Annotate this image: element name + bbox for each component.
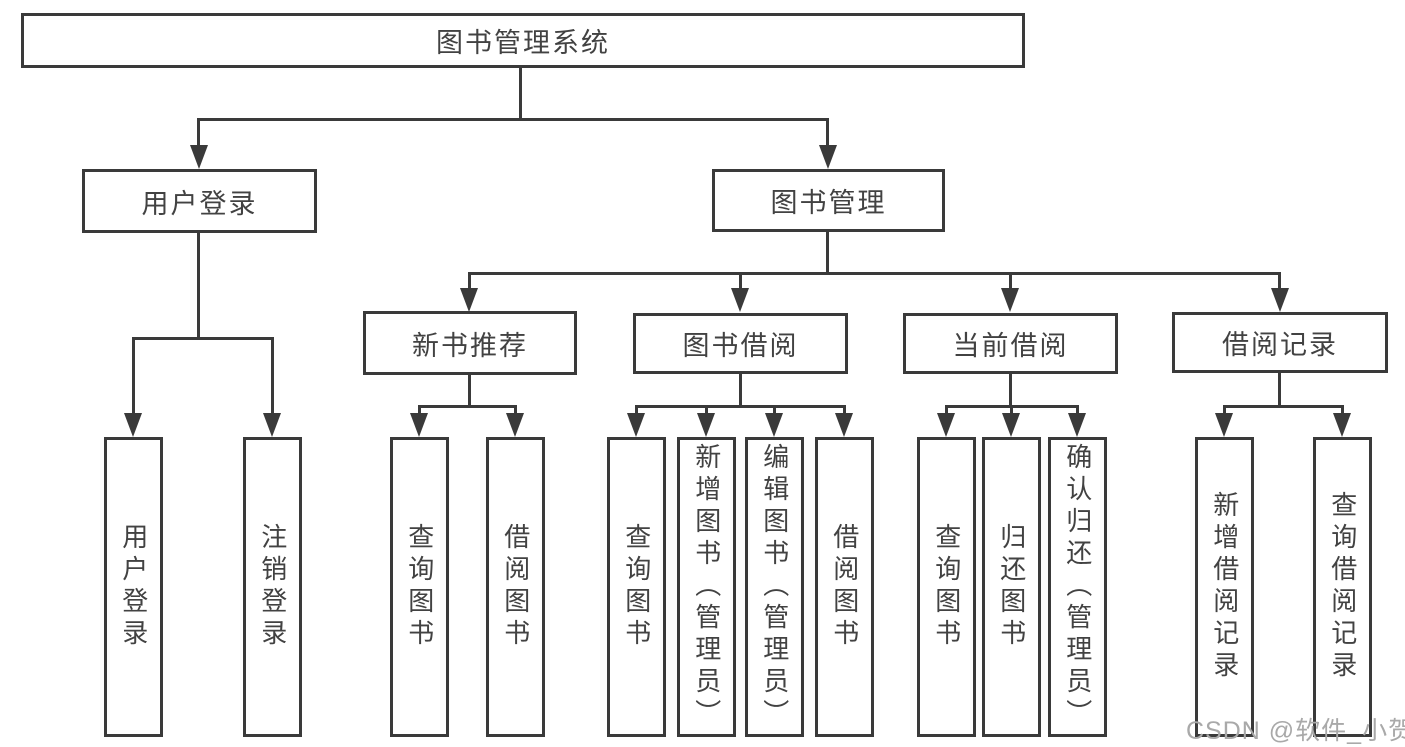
connector-level3-rail xyxy=(468,272,1281,275)
leaf-borrow-borrow-books: 借阅图书 xyxy=(815,437,874,737)
connector-to-leaf xyxy=(1010,405,1013,415)
connector-to-new-book-recommend xyxy=(468,272,471,290)
node-book-management-label: 图书管理 xyxy=(770,188,887,218)
leaf-logout-label: 注销登录 xyxy=(257,523,288,651)
connector-book-management-stub xyxy=(826,231,829,274)
connector-to-leaf xyxy=(843,405,846,415)
leaf-current-query-books: 查询图书 xyxy=(917,437,976,737)
arrowhead-down-icon xyxy=(124,413,142,437)
leaf-borrow-query-books: 查询图书 xyxy=(607,437,666,737)
connector-to-leaf xyxy=(418,405,421,415)
connector-to-borrow-records xyxy=(1278,272,1281,290)
arrowhead-down-icon xyxy=(697,413,715,437)
connector-borrow-records-stub xyxy=(1278,372,1281,407)
connector-to-leaf xyxy=(271,337,274,415)
connector-level2-rail xyxy=(197,118,829,121)
node-book-borrow-label: 图书借阅 xyxy=(682,331,799,361)
connector-to-user-login xyxy=(197,118,200,148)
csdn-watermark: CSDN @软件_小贺同学 xyxy=(1186,717,1405,745)
connector-book-borrow-stub xyxy=(739,373,742,407)
connector-to-leaf xyxy=(773,405,776,415)
leaf-recommend-query-books: 查询图书 xyxy=(390,437,449,737)
connector-to-leaf xyxy=(705,405,708,415)
node-user-login: 用户登录 xyxy=(82,169,317,233)
leaf-logout: 注销登录 xyxy=(243,437,302,737)
connector-to-leaf xyxy=(945,405,948,415)
arrowhead-down-icon xyxy=(1215,413,1233,437)
connector-to-leaf xyxy=(1341,405,1344,415)
leaf-records-add-record-label: 新增借阅记录 xyxy=(1209,491,1240,683)
connector-to-leaf xyxy=(1223,405,1226,415)
arrowhead-down-icon xyxy=(731,288,749,312)
arrowhead-down-icon xyxy=(835,413,853,437)
leaf-current-return-books: 归还图书 xyxy=(982,437,1041,737)
leaf-user-login: 用户登录 xyxy=(104,437,163,737)
arrowhead-down-icon xyxy=(627,413,645,437)
connector-to-leaf xyxy=(132,337,135,415)
node-borrow-records: 借阅记录 xyxy=(1172,312,1388,373)
arrowhead-down-icon xyxy=(819,145,837,169)
connector-new-book-recommend-rail xyxy=(418,405,517,408)
leaf-recommend-borrow-books-label: 借阅图书 xyxy=(500,523,531,651)
arrowhead-down-icon xyxy=(1271,288,1289,312)
connector-current-borrow-stub xyxy=(1009,373,1012,407)
leaf-current-confirm-return-admin: 确认归还（管理员） xyxy=(1048,437,1107,737)
connector-root-stub xyxy=(519,68,522,118)
arrowhead-down-icon xyxy=(263,413,281,437)
leaf-borrow-add-books-admin: 新增图书（管理员） xyxy=(677,437,736,737)
connector-to-leaf xyxy=(1076,405,1079,415)
arrowhead-down-icon xyxy=(190,145,208,169)
leaf-borrow-add-books-admin-label: 新增图书（管理员） xyxy=(691,443,722,731)
node-borrow-records-label: 借阅记录 xyxy=(1222,330,1338,360)
arrowhead-down-icon xyxy=(460,288,478,312)
connector-to-leaf xyxy=(635,405,638,415)
arrowhead-down-icon xyxy=(1002,413,1020,437)
leaf-borrow-query-books-label: 查询图书 xyxy=(621,523,652,651)
arrowhead-down-icon xyxy=(410,413,428,437)
leaf-current-query-books-label: 查询图书 xyxy=(931,523,962,651)
node-book-management: 图书管理 xyxy=(712,169,945,232)
node-root-label: 图书管理系统 xyxy=(436,28,610,58)
arrowhead-down-icon xyxy=(1333,413,1351,437)
leaf-recommend-query-books-label: 查询图书 xyxy=(404,523,435,651)
connector-new-book-recommend-stub xyxy=(468,373,471,407)
leaf-borrow-edit-books-admin-label: 编辑图书（管理员） xyxy=(759,443,790,731)
node-book-borrow: 图书借阅 xyxy=(633,313,848,374)
leaf-borrow-borrow-books-label: 借阅图书 xyxy=(829,523,860,651)
connector-to-leaf xyxy=(514,405,517,415)
connector-to-book-management xyxy=(826,118,829,148)
leaf-records-add-record: 新增借阅记录 xyxy=(1195,437,1254,737)
node-current-borrow-label: 当前借阅 xyxy=(952,331,1069,361)
connector-borrow-records-rail xyxy=(1223,405,1344,408)
connector-user-login-rail xyxy=(132,337,274,340)
arrowhead-down-icon xyxy=(1068,413,1086,437)
leaf-current-confirm-return-admin-label: 确认归还（管理员） xyxy=(1062,443,1093,731)
arrowhead-down-icon xyxy=(506,413,524,437)
leaf-records-query-record-label: 查询借阅记录 xyxy=(1327,491,1358,683)
arrowhead-down-icon xyxy=(765,413,783,437)
leaf-borrow-edit-books-admin: 编辑图书（管理员） xyxy=(745,437,804,737)
connector-to-book-borrow xyxy=(739,272,742,290)
arrowhead-down-icon xyxy=(937,413,955,437)
node-new-book-recommend: 新书推荐 xyxy=(363,311,577,375)
connector-to-current-borrow xyxy=(1009,272,1012,290)
node-new-book-recommend-label: 新书推荐 xyxy=(412,330,528,361)
leaf-records-query-record: 查询借阅记录 xyxy=(1313,437,1372,737)
leaf-user-login-label: 用户登录 xyxy=(118,523,149,651)
connector-book-borrow-rail xyxy=(635,405,846,408)
node-current-borrow: 当前借阅 xyxy=(903,313,1118,374)
leaf-current-return-books-label: 归还图书 xyxy=(996,523,1027,651)
leaf-recommend-borrow-books: 借阅图书 xyxy=(486,437,545,737)
connector-user-login-stub xyxy=(197,232,200,340)
node-user-login-label: 用户登录 xyxy=(141,188,258,219)
node-root: 图书管理系统 xyxy=(21,13,1025,68)
arrowhead-down-icon xyxy=(1001,288,1019,312)
